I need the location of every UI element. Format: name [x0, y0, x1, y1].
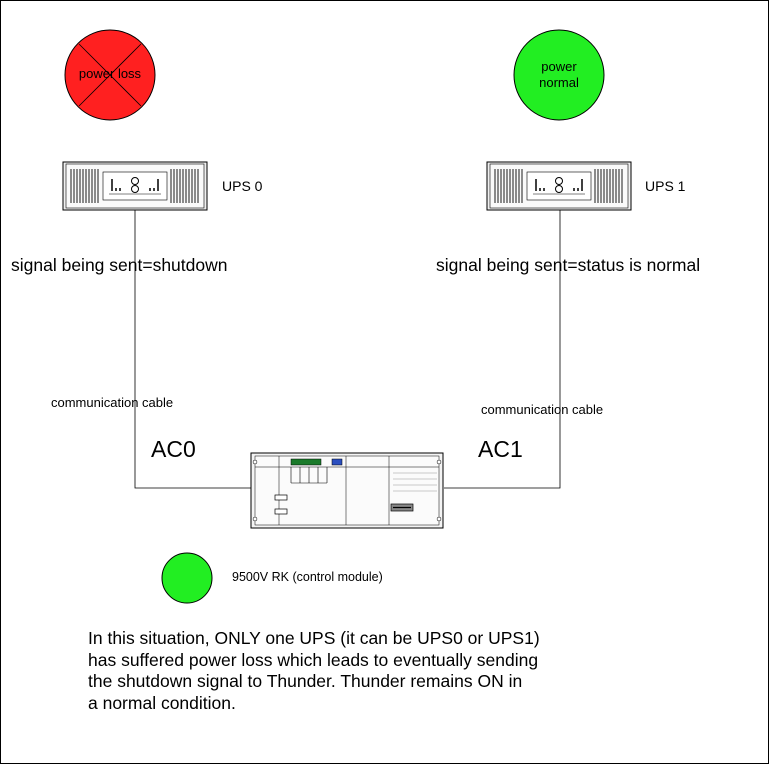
control-module-legend-dot	[161, 552, 213, 604]
ups0-label: UPS 0	[222, 178, 263, 194]
ups0-status-label: power loss	[78, 66, 142, 81]
situation-note: In this situation, ONLY one UPS (it can …	[88, 628, 540, 713]
control-module-icon	[250, 452, 444, 529]
control-module-legend-label: 9500V RK (control module)	[232, 570, 383, 584]
ac1-label: AC1	[478, 436, 523, 462]
ups1-cable-label: communication cable	[481, 402, 604, 417]
ups1-status-label: power normal	[539, 59, 579, 90]
ups0-cable-label: communication cable	[51, 395, 174, 410]
ac0-label: AC0	[151, 436, 196, 462]
ups0-status-circle	[64, 29, 156, 121]
ups0-communication-cable	[134, 210, 252, 489]
ups1-label: UPS 1	[645, 178, 686, 194]
ups0-signal-text: signal being sent=shutdown	[11, 255, 228, 275]
ups1-status-circle	[513, 29, 605, 121]
ups1-communication-cable	[444, 210, 561, 489]
ups1-signal-text: signal being sent=status is normal	[436, 255, 701, 275]
ups1-device-icon	[486, 161, 632, 211]
ups0-device-icon	[62, 161, 208, 211]
